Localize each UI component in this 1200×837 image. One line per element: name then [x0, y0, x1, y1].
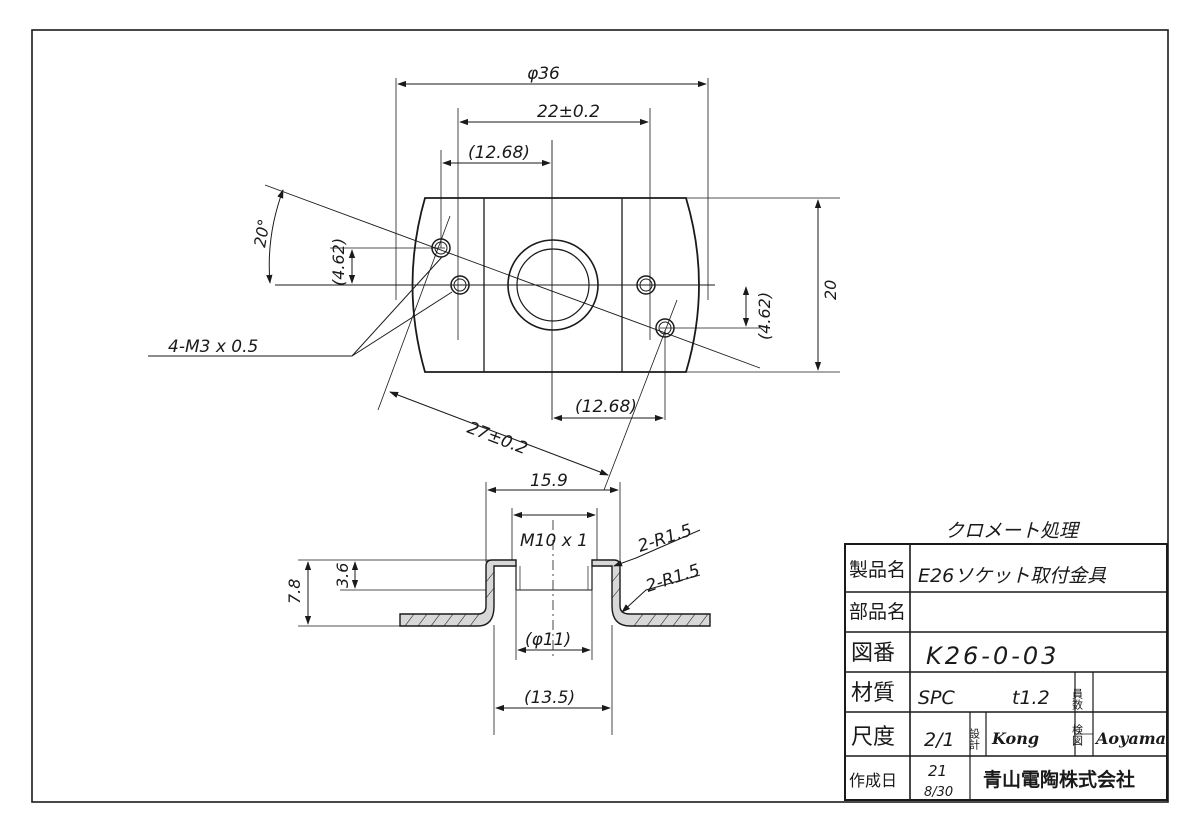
dim-offset-bottom: (12.68) [575, 397, 637, 417]
label-drawing-no: 図番 [851, 641, 895, 666]
dim-hole-spacing: 22±0.2 [537, 102, 600, 122]
section-left [399, 559, 517, 627]
label-quantity: 員数 [1071, 688, 1084, 711]
note-tapped-holes: 4-M3 x 0.5 [168, 337, 258, 357]
company-name: 青山電陶株式会社 [983, 768, 1135, 791]
value-checker: Aoyama [1094, 729, 1166, 748]
sheet-border [31, 29, 1169, 803]
label-design: 設計 [968, 727, 981, 751]
label-part-name: 部品名 [849, 601, 906, 623]
dim-offset-top: (12.68) [468, 143, 530, 163]
dim-outer-diameter: φ36 [527, 64, 560, 84]
dim-side-height: 7.8 [285, 579, 304, 604]
boss-outer [507, 239, 599, 331]
dim-diagonal: 27±0.2 [464, 418, 530, 459]
label-created: 作成日 [849, 771, 897, 790]
boss-inner [516, 248, 590, 322]
label-product-name: 製品名 [849, 559, 906, 581]
dim-thread: M10 x 1 [520, 531, 588, 551]
label-check: 検図 [1071, 723, 1084, 746]
dim-total-height: 20 [821, 280, 840, 300]
value-designer: Kong [991, 729, 1039, 748]
top-view [148, 78, 840, 491]
dim-flange-width: 15.9 [530, 471, 568, 491]
value-product-name: E26ソケット取付金具 [918, 565, 1107, 587]
side-section-view [298, 482, 711, 735]
dim-boss-width: (13.5) [524, 688, 575, 708]
dim-radius-1: 2-R1.5 [635, 520, 694, 556]
value-drawing-no: K26-0-03 [926, 642, 1059, 670]
dim-bore-diameter: (φ11) [525, 630, 571, 650]
dim-angle: 20° [250, 217, 274, 248]
value-scale: 2/1 [924, 729, 955, 751]
dim-height-right: (4.62) [755, 292, 774, 340]
label-scale: 尺度 [851, 725, 895, 750]
dim-boss-height: 3.6 [333, 563, 352, 588]
value-created-year: 21 [928, 762, 947, 780]
value-created-date: 8/30 [924, 785, 953, 800]
dim-radius-2: 2-R1.5 [643, 560, 702, 596]
dim-height-left: (4.62) [329, 238, 348, 286]
treatment-note: クロメート処理 [945, 520, 1081, 542]
tapped-hole-2 [450, 275, 470, 295]
label-material: 材質 [851, 681, 895, 706]
tapped-hole-3 [636, 275, 656, 295]
value-material: SPC [918, 687, 956, 709]
value-thickness: t1.2 [1012, 687, 1050, 709]
title-block [844, 543, 1168, 801]
